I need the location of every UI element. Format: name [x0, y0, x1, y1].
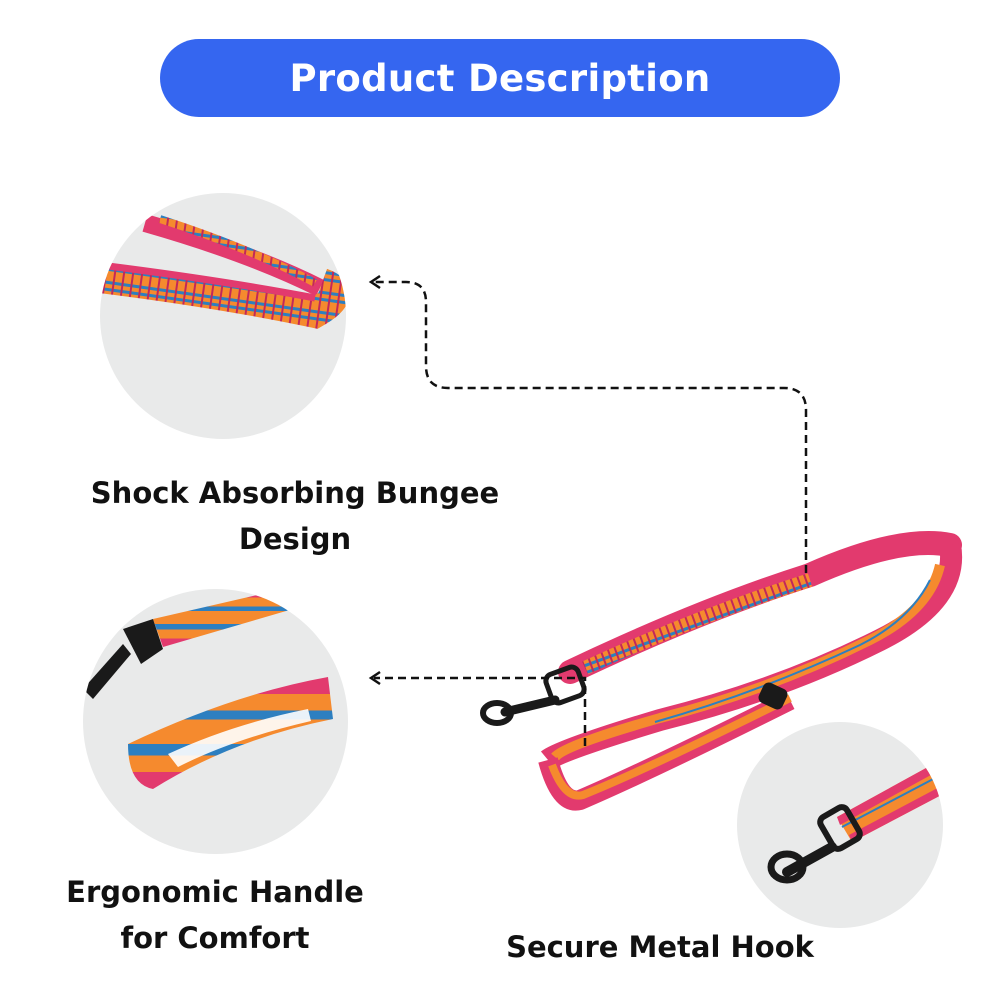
hook-icon	[123, 619, 163, 664]
hook-closeup-image	[737, 722, 943, 928]
bungee-closeup-image	[100, 193, 346, 439]
feature-label-hook: Secure Metal Hook	[506, 930, 814, 964]
feature-label-bungee: Shock Absorbing Bungee Design	[90, 476, 500, 556]
hook-illustration	[767, 762, 943, 884]
handle-closeup-image	[83, 589, 348, 854]
bungee-strap-illustration	[100, 214, 346, 329]
feature-label-handle: Ergonomic Handle for Comfort	[66, 875, 364, 955]
handle-strap-illustration	[83, 589, 333, 789]
snap-hook-icon	[480, 664, 587, 726]
arrow-left-icon	[368, 670, 381, 686]
arrow-left-icon	[368, 274, 381, 290]
callout-line-handle	[374, 676, 587, 746]
swivel-ring-icon	[817, 804, 863, 852]
page-title: Product Description	[289, 56, 711, 100]
slider-ring-icon	[758, 682, 788, 710]
product-description-banner: Product Description	[160, 39, 840, 117]
